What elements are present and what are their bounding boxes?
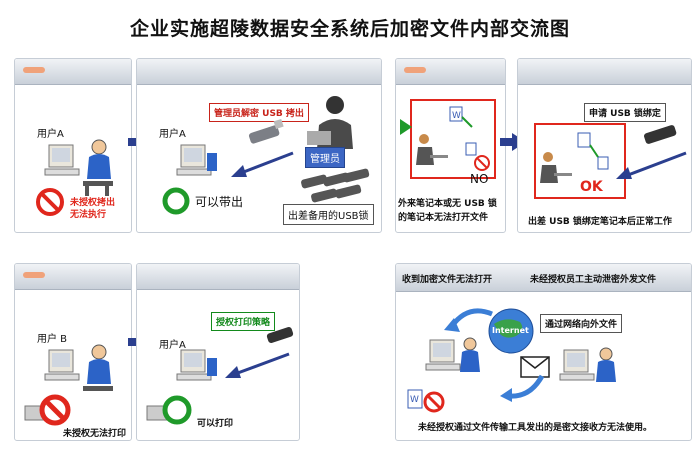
send-via-net-label: 通过网络向外文件 bbox=[540, 314, 623, 333]
laptop-scene-icon bbox=[534, 123, 626, 199]
no-label: NO bbox=[470, 172, 489, 186]
panel-print-policy: 用户A 授权打印策略 可以打印 bbox=[136, 263, 300, 441]
svg-text:W: W bbox=[452, 111, 461, 121]
arrow-left-icon bbox=[231, 151, 294, 177]
user-b-label: 用户 B bbox=[37, 334, 68, 345]
ok-label: OK bbox=[580, 179, 603, 195]
no-export-note-2: 无法执行 bbox=[70, 210, 107, 220]
desk-user-icon bbox=[559, 347, 616, 382]
envelope-icon bbox=[520, 356, 550, 378]
apply-usb-note: 申请 USB 锁绑定 bbox=[584, 103, 666, 122]
desk-user-icon bbox=[44, 344, 113, 391]
panel-admin-decrypt: 用户A 可以带出 管理员解密 USB 拷出 管理员 出差备用的USB锁 bbox=[136, 58, 382, 233]
globe-icon bbox=[488, 308, 534, 354]
user-a-right-label: 用户A bbox=[159, 129, 186, 140]
usb-key-icon bbox=[266, 327, 294, 343]
arrow-left-icon bbox=[616, 151, 687, 179]
usb-key-icon bbox=[248, 118, 284, 144]
admin-decrypt-note: 管理员解密 USB 拷出 bbox=[209, 103, 309, 122]
no-export-note-1: 未授权拷出 bbox=[70, 198, 116, 208]
panel-user-a-no-export: 用户A 未授权拷出 无法执行 bbox=[14, 58, 132, 233]
diagram-title: 企业实施超陵数据安全系统后加密文件内部交流图 bbox=[129, 18, 570, 40]
user-a-label: 用户A bbox=[37, 129, 64, 140]
can-print-label: 可以打印 bbox=[197, 419, 234, 429]
usb-keys-icon bbox=[301, 168, 370, 203]
printer-forbidden-icon bbox=[24, 394, 71, 426]
admin-label: 管理员 bbox=[305, 147, 345, 168]
arrow-left-icon bbox=[225, 352, 290, 378]
leak-header: 未经授权员工主动泄密外发文件 bbox=[530, 275, 657, 285]
user-a-print-label: 用户A bbox=[159, 340, 186, 351]
laptop-scene-icon: W bbox=[410, 99, 496, 179]
allowed-icon bbox=[162, 187, 190, 215]
laptop-caption-2: 的笔记本无法打开文件 bbox=[398, 213, 489, 223]
recv-header: 收到加密文件无法打开 bbox=[402, 275, 493, 285]
curved-arrow-icon bbox=[500, 374, 545, 402]
usb-key-icon bbox=[644, 125, 677, 144]
can-export-label: 可以带出 bbox=[195, 195, 244, 209]
curved-arrow-icon bbox=[444, 308, 493, 332]
cannot-print-label: 未授权无法打印 bbox=[63, 429, 127, 439]
printer-allowed-icon bbox=[146, 395, 192, 425]
forbidden-icon bbox=[36, 188, 64, 216]
panel-usb-bind-ok: 申请 USB 锁绑定 OK bbox=[517, 58, 692, 233]
admin-person-icon bbox=[307, 96, 353, 149]
laptop-caption-1: 外来笔记本或无 USB 锁 bbox=[398, 199, 497, 209]
doc-forbidden-icon: W bbox=[407, 389, 445, 413]
green-arrow-icon bbox=[400, 119, 412, 135]
panel-user-b-no-print: 用户 B 未授权无法打印 bbox=[14, 263, 132, 441]
desk-user-icon bbox=[176, 349, 217, 381]
desk-user-icon bbox=[425, 337, 480, 372]
bind-caption: 出差 USB 锁绑定笔记本后正常工作 bbox=[528, 217, 672, 227]
panel-external-leak: 收到加密文件无法打开 未经授权员工主动泄密外发文件 Internet 通过网络向… bbox=[395, 263, 692, 441]
bottom-caption: 未经授权通过文件传输工具发出的是密文接收方无法使用。 bbox=[418, 423, 653, 433]
desk-user-icon bbox=[44, 139, 113, 196]
desk-user-icon bbox=[176, 144, 217, 176]
internet-label: Internet bbox=[492, 326, 529, 335]
print-policy-label: 授权打印策略 bbox=[211, 312, 276, 331]
svg-text:W: W bbox=[410, 395, 419, 405]
spare-usb-label: 出差备用的USB锁 bbox=[283, 204, 374, 225]
